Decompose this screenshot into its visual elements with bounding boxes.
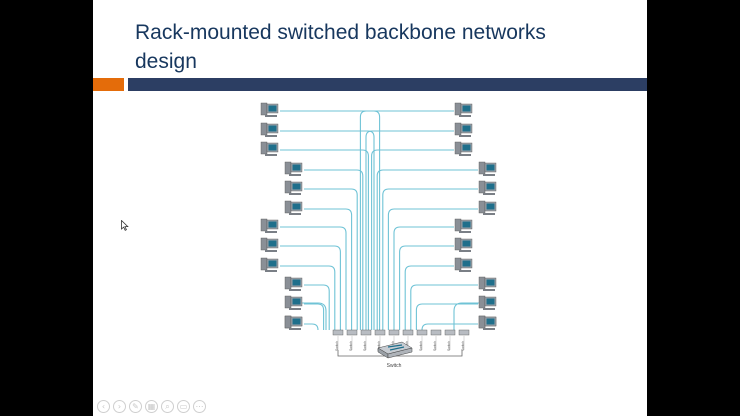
cable-left-8 bbox=[280, 245, 341, 330]
cable-right-extra bbox=[453, 302, 480, 330]
rack-switch-5 bbox=[388, 329, 400, 336]
cable-right-5 bbox=[382, 188, 478, 330]
slides-icon[interactable]: ▦ bbox=[145, 400, 158, 413]
workstation-icon bbox=[478, 276, 497, 291]
accent-bar-navy bbox=[128, 78, 647, 91]
subtitles-icon[interactable]: ▭ bbox=[177, 400, 190, 413]
presentation-controls: ‹ › ✎ ▦ ⌕ ▭ ⋯ bbox=[97, 400, 206, 413]
slide-title: Rack-mounted switched backbone networks … bbox=[135, 18, 605, 76]
main-switch-label: Switch bbox=[387, 363, 402, 369]
rack-switch-8 bbox=[430, 329, 442, 336]
cable-right-1 bbox=[359, 110, 454, 330]
workstation-icon bbox=[260, 237, 279, 252]
rack-switch-label: Switch bbox=[363, 341, 367, 351]
workstation-icon bbox=[260, 122, 279, 137]
workstation-icon bbox=[478, 200, 497, 215]
workstation-icon bbox=[260, 102, 279, 117]
rack-switch-2 bbox=[346, 329, 358, 336]
prev-icon[interactable]: ‹ bbox=[97, 400, 110, 413]
workstation-icon bbox=[284, 200, 303, 215]
cable-left-10 bbox=[304, 284, 330, 330]
rack-switch-label: Switch bbox=[433, 341, 437, 351]
title-line-1: Rack-mounted switched backbone networks bbox=[135, 21, 546, 44]
mouse-cursor-icon bbox=[121, 220, 129, 231]
slide: Rack-mounted switched backbone networks … bbox=[93, 0, 647, 416]
title-line-2: design bbox=[135, 50, 197, 73]
cable-left-9 bbox=[280, 265, 336, 330]
cable-left-5 bbox=[304, 188, 358, 330]
workstation-icon bbox=[284, 161, 303, 176]
rack-switch-label: Switch bbox=[349, 341, 353, 351]
cable-left-7 bbox=[280, 226, 347, 330]
rack-switch-4 bbox=[374, 329, 386, 336]
workstation-icon bbox=[260, 218, 279, 233]
rack-switch-6 bbox=[402, 329, 414, 336]
workstation-icon bbox=[284, 180, 303, 195]
workstation-icon bbox=[478, 315, 497, 330]
rack-switch-label: Switch bbox=[461, 341, 465, 351]
cable-left-extra bbox=[302, 302, 327, 330]
cable-left-4 bbox=[304, 169, 364, 330]
next-icon[interactable]: › bbox=[113, 400, 126, 413]
workstation-icon bbox=[478, 295, 497, 310]
rack-switch-3 bbox=[360, 329, 372, 336]
rack-switch-1 bbox=[332, 329, 344, 336]
cable-right-7 bbox=[393, 226, 454, 330]
main-switch-arrows bbox=[387, 344, 405, 351]
cable-right-4 bbox=[376, 169, 478, 330]
cable-left-6 bbox=[304, 208, 353, 330]
cable-right-3 bbox=[371, 149, 454, 330]
workstation-icon bbox=[454, 122, 473, 137]
cable-right-8 bbox=[399, 245, 454, 330]
workstation-icon bbox=[260, 257, 279, 272]
rack-switch-9 bbox=[444, 329, 456, 336]
zoom-icon[interactable]: ⌕ bbox=[161, 400, 174, 413]
rack-switch-10 bbox=[458, 329, 470, 336]
workstation-icon bbox=[454, 237, 473, 252]
accent-bar-orange bbox=[93, 78, 124, 91]
workstation-icon bbox=[454, 218, 473, 233]
backbone-link bbox=[337, 350, 463, 357]
rack-switch-label: Switch bbox=[377, 341, 381, 351]
cable-left-12 bbox=[304, 323, 319, 331]
workstation-icon bbox=[454, 257, 473, 272]
more-icon[interactable]: ⋯ bbox=[193, 400, 206, 413]
rack-switch-label: Switch bbox=[447, 341, 451, 351]
cable-right-6 bbox=[387, 208, 478, 330]
workstation-icon bbox=[478, 180, 497, 195]
cable-right-9 bbox=[404, 265, 454, 330]
cable-left-3 bbox=[280, 149, 369, 330]
main-switch-front bbox=[387, 347, 413, 359]
rack-switch-7 bbox=[416, 329, 428, 336]
workstation-icon bbox=[454, 102, 473, 117]
workstation-icon bbox=[284, 276, 303, 291]
pen-icon[interactable]: ✎ bbox=[129, 400, 142, 413]
workstation-icon bbox=[284, 315, 303, 330]
workstation-icon bbox=[284, 295, 303, 310]
workstation-icon bbox=[260, 141, 279, 156]
workstation-icon bbox=[478, 161, 497, 176]
workstation-icon bbox=[454, 141, 473, 156]
cable-left-2 bbox=[280, 130, 375, 330]
cable-left-11 bbox=[304, 303, 325, 330]
rack-switch-label: Switch bbox=[335, 341, 339, 351]
cable-right-12 bbox=[421, 323, 478, 331]
cable-right-2 bbox=[365, 130, 454, 330]
cable-right-11 bbox=[415, 303, 478, 330]
cable-right-10 bbox=[410, 284, 478, 330]
rack-switch-label: Switch bbox=[419, 341, 423, 351]
